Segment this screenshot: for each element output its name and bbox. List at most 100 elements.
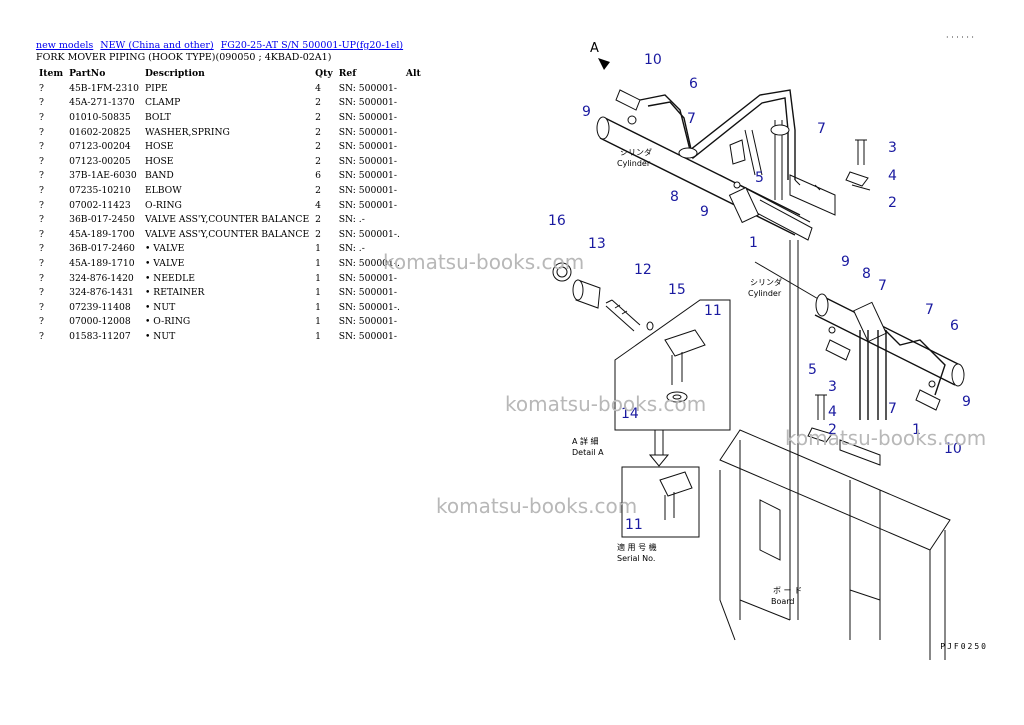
cell-partno: 324-876-1431	[69, 287, 134, 299]
cell-description: BAND	[144, 170, 174, 182]
cell-item: ?	[39, 214, 44, 226]
callout-9: 9	[582, 104, 591, 120]
breadcrumb-link-model[interactable]: FG20-25-AT S/N 500001-UP(fg20-1el)	[220, 40, 404, 51]
callout-9: 9	[841, 254, 850, 270]
cell-item: ?	[39, 301, 44, 313]
cell-ref: SN: 500001-	[338, 170, 397, 182]
callout-3: 3	[828, 379, 837, 395]
callout-5: 5	[808, 362, 817, 378]
cell-alt	[403, 169, 429, 184]
cell-qty: 1	[315, 330, 322, 342]
cell-qty: 1	[315, 243, 322, 255]
breadcrumb-link-region[interactable]: NEW (China and other)	[100, 40, 214, 51]
cell-qty: 1	[315, 257, 322, 269]
fork-board-frame	[719, 429, 951, 660]
breadcrumb-link-new-models[interactable]: new models	[36, 40, 94, 51]
cylinder-label-jp: シリンダ	[750, 277, 782, 287]
cell-ref: SN: 500001-.	[338, 257, 400, 269]
cell-qty: 4	[315, 199, 322, 211]
cell-ref: SN: 500001-	[338, 82, 397, 94]
cell-description: ELBOW	[144, 184, 182, 196]
cell-qty: 2	[315, 97, 322, 109]
serial-label-en: Serial No.	[617, 554, 655, 563]
callout-15: 15	[668, 282, 686, 298]
cell-description: O-RING	[144, 199, 182, 211]
cell-ref: SN: .-	[338, 214, 365, 226]
drawing-code: PJF0250	[940, 642, 988, 651]
callout-13: 13	[588, 236, 606, 252]
header-alt: Alt	[405, 68, 421, 79]
breadcrumb: new models NEW (China and other) FG20-25…	[36, 40, 407, 51]
upper-pipes	[615, 89, 796, 200]
cell-qty: 2	[315, 155, 322, 167]
callout-10: 10	[644, 52, 662, 68]
callout-4: 4	[828, 404, 837, 420]
callout-9: 9	[700, 204, 709, 220]
cell-description: • VALVE	[144, 257, 185, 269]
cell-alt	[403, 198, 429, 213]
callout-7: 7	[687, 111, 696, 127]
cell-qty: 2	[315, 111, 322, 123]
header-ref: Ref	[338, 68, 357, 79]
cell-partno: 37B-1AE-6030	[69, 170, 137, 182]
header-item: Item	[39, 68, 64, 79]
detail-a-box	[614, 299, 731, 431]
cell-item: ?	[39, 126, 44, 138]
callout-7: 7	[925, 302, 934, 318]
cell-partno: 07235-10210	[69, 184, 131, 196]
cell-item: ?	[39, 287, 44, 299]
cell-item: ?	[39, 97, 44, 109]
cell-qty: 2	[315, 214, 322, 226]
parts-table: Item PartNo Description Qty Ref Alt ?45B…	[36, 66, 429, 344]
watermark: komatsu-books.com	[383, 250, 585, 274]
cell-alt	[403, 96, 429, 111]
detail-a-marker: A	[590, 41, 599, 56]
callout-3: 3	[888, 140, 897, 156]
cell-item: ?	[39, 228, 44, 240]
table-row: ? 36B-017-2450 VALVE ASS'Y,COUNTER BALANCE…	[36, 212, 429, 227]
cell-description: VALVE ASS'Y,COUNTER BALANCE	[144, 214, 310, 226]
cell-alt	[403, 81, 429, 96]
cell-qty: 1	[315, 316, 322, 328]
cell-alt	[403, 300, 429, 315]
cell-partno: 36B-017-2450	[69, 214, 135, 226]
cell-qty: 1	[315, 272, 322, 284]
callout-12: 12	[634, 262, 652, 278]
callout-2: 2	[888, 195, 897, 211]
cell-partno: 07000-12008	[69, 316, 131, 328]
cell-item: ?	[39, 155, 44, 167]
detail-label-en: Detail A	[572, 448, 604, 457]
cell-alt	[403, 183, 429, 198]
page-title: FORK MOVER PIPING (HOOK TYPE)(090050 ; 4…	[36, 52, 332, 63]
lower-cylinder	[754, 261, 965, 387]
cell-partno: 45B-1FM-2310	[69, 82, 139, 94]
cell-description: • VALVE	[144, 243, 185, 255]
cell-description: HOSE	[144, 155, 174, 167]
cell-ref: SN: 500001-	[338, 126, 397, 138]
cell-alt	[403, 110, 429, 125]
lower-pipes	[807, 326, 946, 466]
cylinder-label-jp: シリンダ	[620, 147, 652, 157]
cell-ref: SN: 500001-	[338, 330, 397, 342]
callout-8: 8	[670, 189, 679, 205]
board-label-jp: ボ ー ド	[773, 586, 802, 595]
cell-partno: 07239-11408	[69, 301, 131, 313]
cell-ref: SN: 500001-	[338, 316, 397, 328]
callout-14: 14	[621, 406, 639, 422]
serial-detail-box	[621, 466, 700, 538]
cell-item: ?	[39, 82, 44, 94]
callout-11: 11	[704, 303, 722, 319]
cell-qty: 2	[315, 184, 322, 196]
cell-partno: 45A-271-1370	[69, 97, 135, 109]
cell-ref: SN: 500001-	[338, 97, 397, 109]
cell-partno: 45A-189-1700	[69, 228, 135, 240]
cell-qty: 1	[315, 301, 322, 313]
cell-item: ?	[39, 111, 44, 123]
cell-partno: 01583-11207	[69, 330, 131, 342]
